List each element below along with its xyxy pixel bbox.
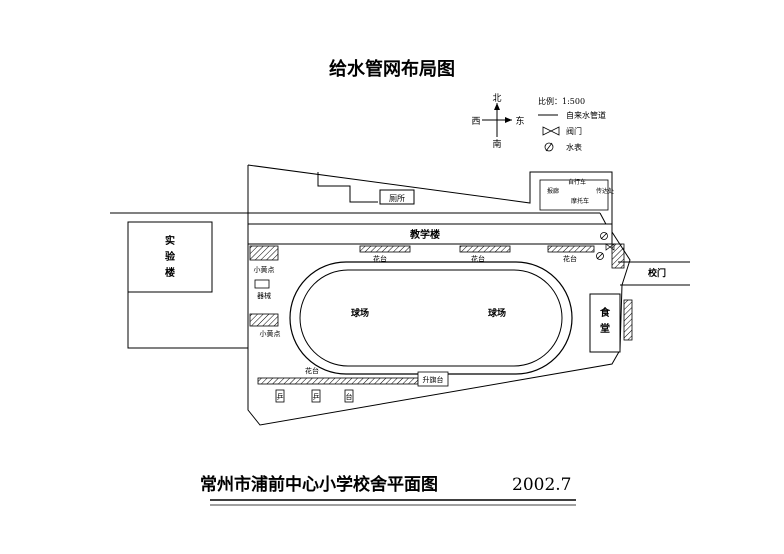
legend-meter-icon xyxy=(544,142,554,152)
flag-platform xyxy=(417,371,449,387)
diagram-title: 给水管网布局图 xyxy=(329,58,455,80)
canteen-building xyxy=(589,293,621,353)
flower-bed-1 xyxy=(359,245,411,253)
pingpong-table-label-3: 台 xyxy=(346,392,353,401)
teaching-building-label: 教学楼 xyxy=(409,228,440,241)
legend-valve-label: 阀门 xyxy=(566,126,582,136)
newsstand-label: 报廊 xyxy=(547,187,559,195)
canteen-hatch xyxy=(623,299,633,341)
compass-south: 南 xyxy=(492,138,501,150)
toilet-label: 厕所 xyxy=(389,193,405,203)
toilet-building xyxy=(379,189,415,205)
legend-meter-label: 水表 xyxy=(566,142,582,152)
legend-pipe-label: 自来水管道 xyxy=(566,110,606,120)
moto-shed-label: 摩托车 xyxy=(571,197,589,205)
footer-date: 2002.7 xyxy=(512,475,571,495)
small-seat-label-2: 小黄点 xyxy=(260,329,281,338)
pingpong-tables: 乒 乒 台 xyxy=(275,389,354,403)
compass-north: 北 xyxy=(492,93,501,104)
lab-building: 实 验 楼 xyxy=(127,221,248,349)
lab-label-3: 楼 xyxy=(165,266,175,279)
gym-equipment-box xyxy=(254,279,270,289)
valve-icon xyxy=(605,243,615,251)
flower-bed-label-4: 花台 xyxy=(305,366,319,375)
lab-label-1: 实 xyxy=(165,234,175,247)
guard-room-label: 传达处 xyxy=(596,187,614,195)
flower-bed-label-1: 花台 xyxy=(373,254,387,263)
legend-scale: 比例：1:500 xyxy=(538,96,585,106)
flower-bed-label-3: 花台 xyxy=(563,254,577,263)
footer-school-title: 常州市浦前中心小学校舍平面图 xyxy=(200,474,438,495)
flower-bed-2 xyxy=(459,245,511,253)
court-label-1: 球场 xyxy=(351,307,369,319)
bottom-flower-bed xyxy=(257,377,419,385)
teaching-building xyxy=(247,223,613,245)
court-label-2: 球场 xyxy=(488,307,506,319)
small-seat-label-1: 小黄点 xyxy=(254,265,275,274)
left-flower-bed-top xyxy=(249,245,279,261)
legend-valve-icon xyxy=(542,126,560,136)
compass-east: 东 xyxy=(515,115,524,127)
canteen-label-2: 堂 xyxy=(600,322,610,335)
running-track-inner xyxy=(299,269,563,367)
bike-shed-label: 自行车 xyxy=(568,178,586,186)
compass-west: 西 xyxy=(471,116,480,127)
flag-platform-label: 升旗台 xyxy=(423,375,444,384)
shed-area xyxy=(539,179,609,211)
meter-icon xyxy=(596,252,604,260)
gate-hatch xyxy=(611,243,625,269)
canteen-label-1: 食 xyxy=(599,306,611,319)
left-flower-bed-bottom xyxy=(249,313,279,327)
running-track-outer xyxy=(289,261,573,375)
meter-icon xyxy=(600,232,608,240)
campus-boundary xyxy=(247,164,631,426)
pingpong-table-label-2: 乒 xyxy=(313,392,320,401)
pingpong-table-label-1: 乒 xyxy=(277,392,284,401)
lab-label-2: 验 xyxy=(165,250,176,263)
compass: 北 南 东 西 xyxy=(471,93,524,150)
legend: 比例：1:500 自来水管道 阀门 水表 xyxy=(538,96,606,152)
flower-bed-label-2: 花台 xyxy=(471,254,485,263)
gym-equipment-label: 器械 xyxy=(257,291,271,300)
site-plan: 厕所 教学楼 花台 花台 花台 小黄点 器械 小黄点 球场 球场 花台 升旗台 xyxy=(110,164,690,426)
flower-bed-3 xyxy=(547,245,595,253)
school-gate-label: 校门 xyxy=(648,267,666,279)
